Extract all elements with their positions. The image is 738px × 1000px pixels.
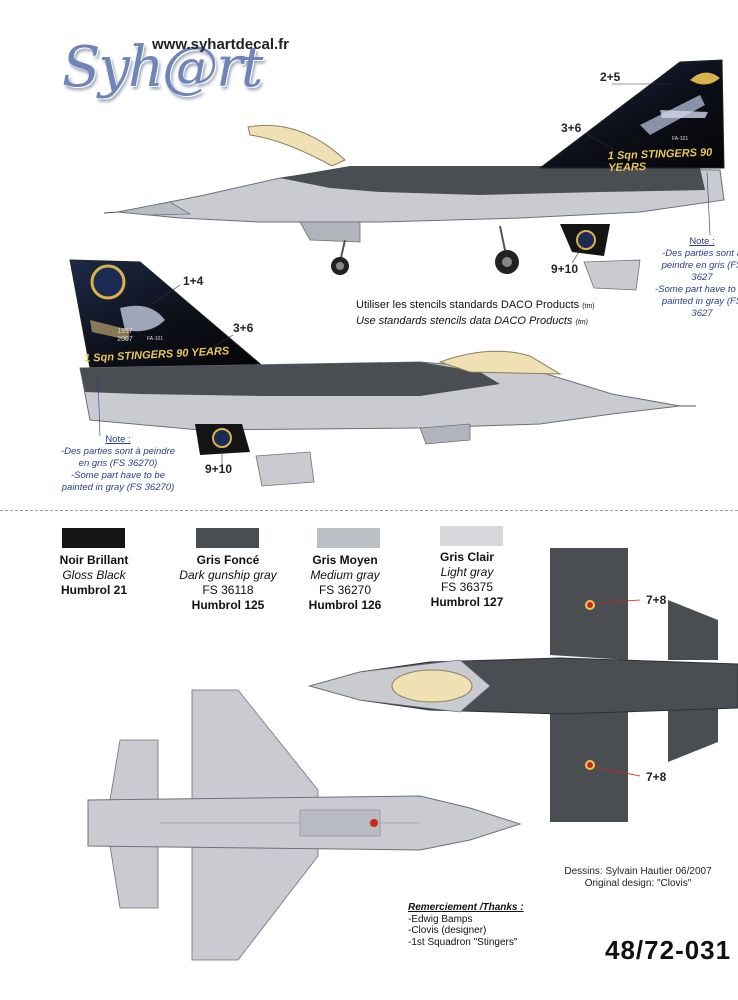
logo-text: Syh@rt	[62, 35, 263, 100]
note-right-fr: -Des parties sont à peindre en gris (FS …	[661, 248, 738, 283]
thanks-name: -Clovis (designer)	[408, 925, 487, 936]
swatch-medium-gray	[317, 528, 380, 548]
credit-drawings: Dessins: Sylvain Hautier 06/2007	[564, 866, 712, 877]
swatch-dark-gray	[196, 528, 259, 548]
thanks-block: Remerciement /Thanks : -Edwig Bamps -Clo…	[408, 902, 524, 948]
profile-middle-jet	[69, 259, 696, 487]
swatch-en-1: Dark gunship gray	[179, 568, 277, 582]
swatch-humbrol-1: Humbrol 125	[191, 598, 265, 612]
callout-tail-b: 3+6	[561, 121, 582, 135]
design-credits: Dessins: Sylvain Hautier 06/2007 Origina…	[538, 866, 738, 890]
credit-original: Original design: "Clovis"	[584, 878, 692, 889]
note-right-en: -Some part have to be painted in gray (F…	[655, 284, 738, 319]
site-url[interactable]: www.syhartdecal.fr	[152, 36, 289, 53]
color-swatch-3	[440, 526, 503, 546]
swatch-humbrol-2: Humbrol 126	[308, 598, 382, 612]
stencil-en: Use standards stencils data DACO Product…	[356, 315, 573, 327]
callout-wing-bottom: 7+8	[646, 770, 667, 784]
swatch-label-1: Gris Foncé Dark gunship gray FS 36118 Hu…	[163, 553, 293, 613]
swatch-label-3: Gris Clair Light gray FS 36375 Humbrol 1…	[402, 550, 532, 610]
swatch-label-0: Noir Brillant Gloss Black Humbrol 21	[29, 553, 159, 598]
swatch-fr-0: Noir Brillant	[59, 553, 129, 567]
color-swatch-1	[196, 528, 259, 548]
color-swatch-0	[62, 528, 125, 548]
swatch-label-2: Gris Moyen Medium gray FS 36270 Humbrol …	[280, 553, 410, 613]
product-reference: 48/72-031	[605, 935, 732, 965]
callout-tail-a: 2+5	[600, 70, 621, 84]
callout-left-tail-a: 1+4	[183, 274, 204, 288]
note-left-fr: -Des parties sont à peindre en gris (FS …	[60, 446, 176, 469]
top-view-jet	[308, 548, 738, 822]
swatch-gloss-black	[62, 528, 125, 548]
callout-left-tail-b: 3+6	[233, 321, 254, 335]
swatch-fr-1: Gris Foncé	[196, 553, 260, 567]
thanks-title: Remerciement /Thanks :	[408, 902, 524, 913]
swatch-humbrol-3: Humbrol 127	[430, 595, 504, 609]
swatch-fs-1: FS 36118	[202, 583, 254, 597]
swatch-humbrol-0: Humbrol 21	[60, 583, 127, 597]
color-swatch-2	[317, 528, 380, 548]
tail-art-text-top: 1 Sqn STINGERS 90 YEARS	[607, 146, 713, 175]
profile-top-jet	[103, 59, 725, 291]
stencil-note: Utiliser les stencils standards DACO Pro…	[356, 298, 595, 330]
note-left-en: -Some part have to be painted in gray (F…	[61, 470, 175, 493]
note-right-title: Note :	[689, 236, 715, 247]
callout-wing-top: 7+8	[646, 593, 667, 607]
note-right: Note : -Des parties sont à peindre en gr…	[652, 236, 738, 320]
swatch-fr-2: Gris Moyen	[312, 553, 378, 567]
tail-serial-top: FA-101	[672, 136, 689, 142]
swatch-en-3: Light gray	[440, 565, 494, 579]
callout-fin: 9+10	[551, 262, 579, 276]
stencil-fr-tm: (tm)	[582, 303, 595, 310]
swatch-en-2: Medium gray	[310, 568, 380, 582]
swatch-fs-3: FS 36375	[440, 580, 494, 594]
swatch-en-0: Gloss Black	[62, 568, 126, 582]
tail-serial-left: FA-101	[147, 336, 164, 342]
swatch-fs-2: FS 36270	[318, 583, 372, 597]
thanks-name: -Edwig Bamps	[408, 913, 473, 925]
thanks-name: -1st Squadron "Stingers"	[408, 936, 518, 948]
tail-years-left: 1917 2007	[117, 328, 133, 343]
swatch-light-gray	[440, 526, 503, 546]
callout-left-fin: 9+10	[205, 462, 233, 476]
swatch-fr-3: Gris Clair	[439, 550, 495, 564]
section-divider	[0, 510, 738, 511]
note-left-title: Note :	[105, 434, 131, 445]
stencil-fr: Utiliser les stencils standards DACO Pro…	[356, 299, 580, 311]
bottom-view-jet	[87, 689, 522, 961]
note-left: Note : -Des parties sont à peindre en gr…	[58, 434, 178, 494]
stencil-en-tm: (tm)	[575, 319, 588, 326]
brand-logo: Syh@rt	[62, 38, 263, 108]
